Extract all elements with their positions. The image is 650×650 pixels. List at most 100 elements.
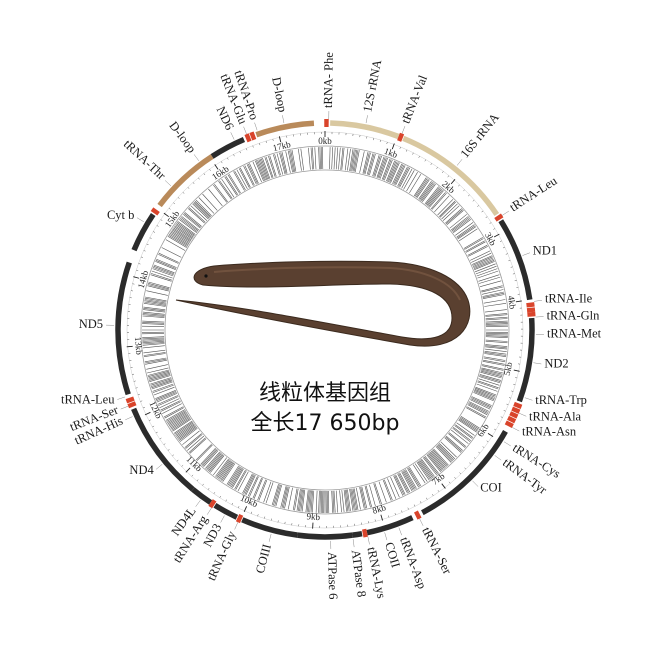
gene-segment-protein [241, 517, 298, 538]
label-leader [207, 507, 212, 515]
gene-segment-rrna [330, 120, 400, 140]
label-leader [254, 122, 258, 131]
label-leader [524, 397, 533, 401]
gene-label: 12S rRNA [360, 59, 384, 114]
gene-segment-protein [498, 219, 533, 301]
gene-segment-protein [366, 515, 414, 536]
eel-eye [204, 274, 208, 278]
major-tick [214, 164, 219, 170]
major-tick [380, 514, 384, 521]
label-leader [518, 412, 527, 417]
gene-label: D-loop [166, 119, 198, 156]
major-tick [493, 233, 500, 238]
gene-label: COIII [253, 543, 274, 575]
gene-label: tRNA-Gln [547, 308, 601, 322]
gene-label: tRNA-Leu [61, 392, 115, 406]
gc-ring-outer [140, 145, 510, 515]
gc-ring-inner [164, 169, 486, 491]
label-leader [503, 441, 511, 447]
major-tick [515, 300, 522, 303]
tick-label: 14kb [136, 269, 151, 290]
trna-mark [511, 406, 521, 414]
tick-label: 9kb [306, 511, 321, 522]
tick-label: 0kb [318, 136, 332, 146]
tick-label: 4kb [506, 295, 518, 310]
trna-mark [127, 401, 137, 409]
label-leader [502, 210, 510, 216]
gene-segment-protein [421, 430, 508, 516]
gene-label: Cyt b [107, 208, 134, 222]
label-leader [117, 396, 125, 400]
gc-content-ring [140, 145, 510, 515]
trna-mark [397, 132, 405, 142]
gene-label: tRNA-Asn [522, 424, 577, 438]
major-tick [450, 179, 456, 185]
label-leader [155, 464, 163, 470]
gene-segment-protein [131, 407, 195, 492]
major-tick [513, 369, 520, 372]
trna-mark [509, 411, 519, 419]
trna-mark [249, 131, 257, 141]
gene-label: ND1 [533, 244, 557, 258]
gene-label: tRNA-Val [399, 73, 431, 126]
gene-segment-protein [297, 532, 353, 540]
gene-label: 16S rRNA [458, 110, 502, 160]
gene-label: COI [480, 481, 502, 495]
trna-mark [125, 396, 135, 404]
tick-label: 10kb [239, 493, 260, 510]
trna-mark [494, 213, 504, 222]
trna-mark [208, 499, 217, 509]
eel-body [175, 260, 471, 347]
gene-label: ATPase 8 [349, 549, 369, 598]
gene-label: ND4 [129, 463, 154, 477]
gene-label: tRNA- Phe [321, 52, 336, 109]
center-title-line2: 全长17 650bp [251, 411, 400, 436]
gene-segment-protein [352, 530, 363, 538]
gene-segment-dloop [255, 120, 315, 138]
label-leader [494, 455, 502, 461]
gene-label: tRNA-Ser [419, 525, 455, 577]
tick-label: 2kb [440, 179, 457, 196]
gene-segment-dloop [157, 154, 214, 208]
label-leader [243, 126, 247, 135]
major-tick [391, 143, 395, 150]
major-tick [133, 276, 140, 279]
label-leader [268, 533, 272, 542]
label-leader [234, 522, 239, 530]
label-leader [398, 527, 402, 536]
trna-mark [526, 302, 535, 308]
tick-label: 13kb [133, 336, 145, 355]
major-tick [278, 136, 282, 143]
gene-segment-protein [191, 487, 213, 505]
label-leader [365, 115, 368, 124]
label-leader [230, 132, 235, 140]
gene-segment-protein [213, 502, 239, 520]
label-leader [125, 416, 133, 421]
major-tick [126, 345, 133, 348]
gene-label: D-loop [269, 76, 290, 113]
label-leader [533, 362, 542, 365]
label-leader [164, 180, 172, 187]
eel-illustration [175, 260, 471, 347]
gene-label: tRNA-Trp [535, 393, 587, 407]
label-leader [282, 115, 285, 124]
label-leader [384, 532, 388, 541]
trna-mark [150, 207, 160, 216]
trna-mark [244, 133, 252, 143]
gene-label: tRNA-Ala [529, 409, 582, 423]
gene-segment-rrna [402, 135, 500, 217]
gene-label: ND2 [544, 356, 568, 370]
gene-ring [115, 120, 535, 540]
label-leader [472, 480, 479, 487]
trna-mark [414, 510, 422, 520]
major-tick [163, 212, 170, 218]
trna-marks [125, 118, 536, 538]
major-tick [243, 506, 248, 513]
tick-label: 8kb [371, 502, 387, 516]
major-tick [185, 467, 191, 473]
label-leader [534, 300, 543, 302]
label-leader [220, 515, 225, 523]
label-leader [136, 217, 144, 223]
major-tick [441, 483, 446, 489]
